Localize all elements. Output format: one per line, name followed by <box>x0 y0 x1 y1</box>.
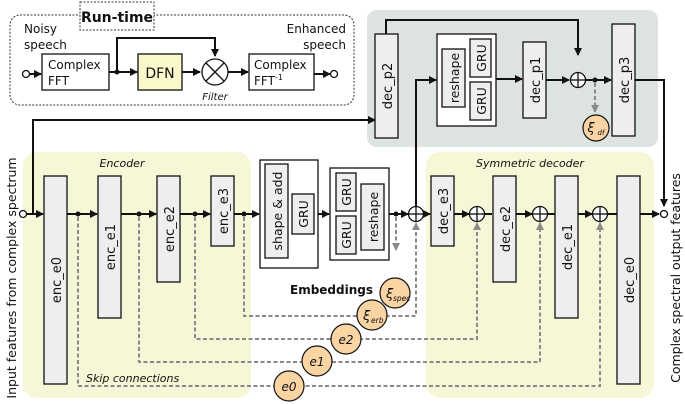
enhanced-speech-label-2: speech <box>303 38 346 52</box>
enc-e1-block: enc_e1 <box>97 175 122 319</box>
runtime-box <box>9 14 355 106</box>
embeddings-title: Embeddings <box>290 283 373 297</box>
dec-add-icon-3 <box>591 205 609 223</box>
svg-text:e1: e1 <box>309 355 324 369</box>
svg-text:dec_e2: dec_e2 <box>499 206 514 252</box>
xi-spec-embedding: ξ spec <box>379 277 411 309</box>
runtime-input-node <box>21 69 31 79</box>
noisy-speech-label-1: Noisy <box>24 22 57 36</box>
dec-p1-block: dec_p1 <box>522 41 547 119</box>
svg-text:dec_p2: dec_p2 <box>381 63 396 109</box>
input-node <box>18 209 28 219</box>
svg-text:shape & add: shape & add <box>270 172 285 251</box>
xi-df-embedding: ξ df <box>582 114 610 142</box>
fft-label: FFT <box>48 74 70 88</box>
svg-text:ξ: ξ <box>586 121 595 136</box>
dfn-label: DFN <box>145 66 174 82</box>
svg-text:enc_e2: enc_e2 <box>163 206 178 252</box>
input-axis-label: Input features from complex spectrum <box>4 157 19 398</box>
encoder-title: Encoder <box>100 157 146 170</box>
svg-text:dec_e1: dec_e1 <box>561 224 576 270</box>
dec-e0-block: dec_e0 <box>616 175 641 385</box>
enc-e0-block: enc_e0 <box>43 175 68 385</box>
complex-fft-label: Complex <box>48 58 101 72</box>
dec-p2-block: dec_p2 <box>374 33 399 139</box>
dec-add-icon-1 <box>468 205 486 223</box>
svg-text:reshape: reshape <box>447 53 462 104</box>
bottleneck-add-icon <box>407 205 425 223</box>
complex-ifft-block <box>248 53 315 91</box>
svg-text:GRU: GRU <box>296 200 311 228</box>
dec-e2-block: dec_e2 <box>492 175 517 283</box>
svg-text:ξ: ξ <box>362 309 371 324</box>
svg-text:e0: e0 <box>281 380 296 394</box>
noisy-speech-label-2: speech <box>24 38 67 52</box>
dec-e3-block: dec_e3 <box>430 175 455 247</box>
svg-text:dec_e0: dec_e0 <box>623 257 638 303</box>
svg-text:df: df <box>598 129 606 137</box>
svg-text:erb: erb <box>371 316 384 325</box>
dec-p3-block: dec_p3 <box>611 23 636 137</box>
e0-embedding: e0 <box>273 370 305 402</box>
svg-text:enc_e1: enc_e1 <box>104 224 119 270</box>
bottleneck-gru-reshape-block: GRU GRU reshape <box>329 167 390 261</box>
filter-label: Filter <box>202 92 228 103</box>
svg-text:GRU: GRU <box>339 178 354 206</box>
svg-text:enc_e3: enc_e3 <box>217 188 232 234</box>
complex-fft-block <box>41 53 110 91</box>
e1-embedding: e1 <box>301 345 333 377</box>
enc-e3-block: enc_e3 <box>210 175 235 247</box>
xi-erb-embedding: ξ erb <box>356 299 388 331</box>
svg-text:ξ: ξ <box>385 287 394 302</box>
df-add-icon <box>569 71 587 89</box>
skip-connections-label: Skip connections <box>86 372 179 385</box>
svg-text:GRU: GRU <box>339 221 354 249</box>
svg-text:spec: spec <box>393 294 411 303</box>
svg-text:GRU: GRU <box>474 87 489 115</box>
svg-text:dec_p3: dec_p3 <box>618 57 633 103</box>
dec-add-icon-2 <box>531 205 549 223</box>
decoder-title: Symmetric decoder <box>476 157 585 170</box>
df-reshape-gru-block: reshape GRU GRU <box>436 33 497 127</box>
runtime-title-box <box>79 1 155 31</box>
enhanced-speech-label-1: Enhanced <box>287 22 346 36</box>
dec-e1-block: dec_e1 <box>554 175 579 319</box>
svg-text:enc_e0: enc_e0 <box>50 257 65 303</box>
enc-e2-block: enc_e2 <box>156 175 181 283</box>
ifft-label: FFT-1 <box>254 73 283 88</box>
svg-text:dec_p1: dec_p1 <box>529 57 544 103</box>
filter-multiply-icon <box>201 58 229 86</box>
svg-text:reshape: reshape <box>366 192 381 243</box>
svg-text:dec_e3: dec_e3 <box>437 188 452 234</box>
complex-ifft-label: Complex <box>254 58 307 72</box>
shape-add-gru-block: shape & add GRU <box>259 159 319 269</box>
runtime-output-node <box>329 69 339 79</box>
output-axis-label: Complex spectral output features <box>668 173 683 383</box>
runtime-title: Run-time <box>81 10 153 26</box>
e2-embedding: e2 <box>330 323 362 355</box>
output-node <box>659 209 669 219</box>
svg-text:e2: e2 <box>338 333 353 347</box>
svg-text:GRU: GRU <box>474 44 489 72</box>
